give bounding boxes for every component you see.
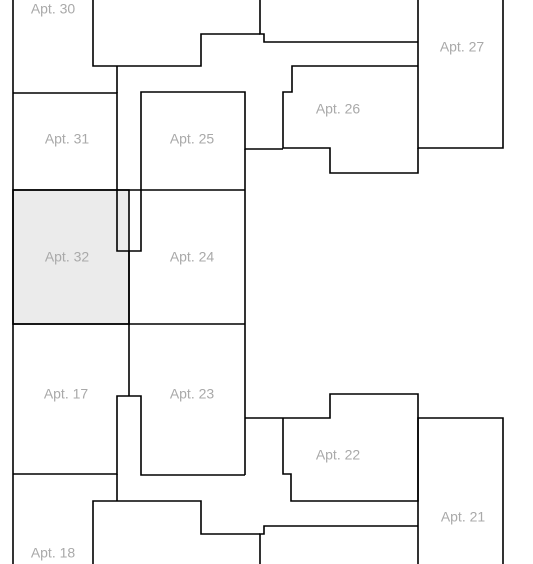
units-layer <box>12 189 130 325</box>
labels-layer: Apt. 30 Apt. 27 Apt. 26 Apt. 31 Apt. 25 Apt. … <box>31 1 486 561</box>
walls-layer <box>12 0 504 564</box>
apt-26-label: Apt. 26 <box>316 101 361 117</box>
apt-30-label: Apt. 30 <box>31 1 76 17</box>
apt-21-label: Apt. 21 <box>441 509 486 525</box>
apt-32-highlight <box>12 189 130 325</box>
apt-27-label: Apt. 27 <box>440 39 485 55</box>
apt-17-label: Apt. 17 <box>44 386 89 402</box>
wall-corridor-bottom <box>13 395 245 476</box>
apt-25-label: Apt. 25 <box>170 131 215 147</box>
wall-corridor-top <box>13 91 283 252</box>
apt-31-label: Apt. 31 <box>45 131 90 147</box>
wall-bottom-center-right <box>259 525 418 564</box>
apt-24-label: Apt. 24 <box>170 249 215 265</box>
apt-18-label: Apt. 18 <box>31 545 76 561</box>
wall-top-center-left <box>92 0 260 67</box>
apt-23-label: Apt. 23 <box>170 386 215 402</box>
apt-22-label: Apt. 22 <box>316 447 361 463</box>
apt-32-label: Apt. 32 <box>45 249 90 265</box>
wall-apt-22 <box>245 393 419 502</box>
wall-apt-21 <box>417 417 504 564</box>
wall-apt-26 <box>282 65 419 174</box>
wall-apt-27 <box>417 0 504 149</box>
wall-bottom-center-left <box>92 500 260 564</box>
wall-top-center-right <box>259 0 418 43</box>
